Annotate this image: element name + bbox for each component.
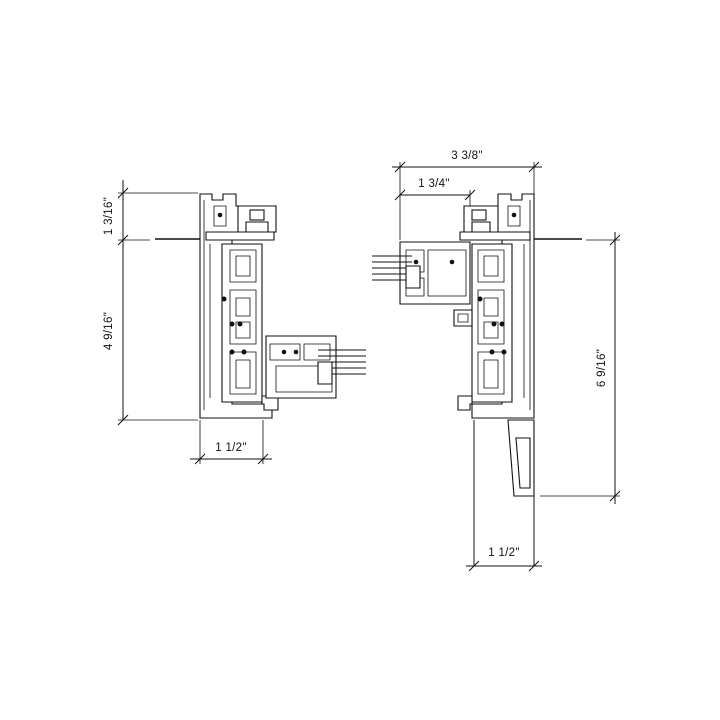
right-depth-dimension: 1 1/2"	[466, 547, 542, 572]
right-partial-width-label: 1 3/4"	[418, 178, 449, 190]
right-overall-width-dimension: 3 3/8"	[392, 150, 542, 240]
left-depth-label: 1 1/2"	[215, 442, 246, 454]
left-head-height-dimension: 1 3/16"	[103, 180, 198, 252]
left-jamb-height-dimension: 4 9/16"	[103, 240, 198, 426]
right-jamb-height-dimension: 6 9/16"	[540, 232, 621, 504]
right-section-profile	[372, 193, 582, 566]
right-jamb-height-label: 6 9/16"	[596, 349, 608, 387]
left-section-profile	[155, 193, 366, 419]
left-depth-dimension: 1 1/2"	[190, 420, 272, 465]
left-jamb-height-label: 4 9/16"	[103, 312, 115, 350]
right-depth-label: 1 1/2"	[488, 547, 519, 559]
right-partial-width-dimension: 1 3/4"	[394, 178, 476, 206]
right-overall-width-label: 3 3/8"	[451, 150, 482, 162]
left-head-height-label: 1 3/16"	[103, 197, 115, 235]
